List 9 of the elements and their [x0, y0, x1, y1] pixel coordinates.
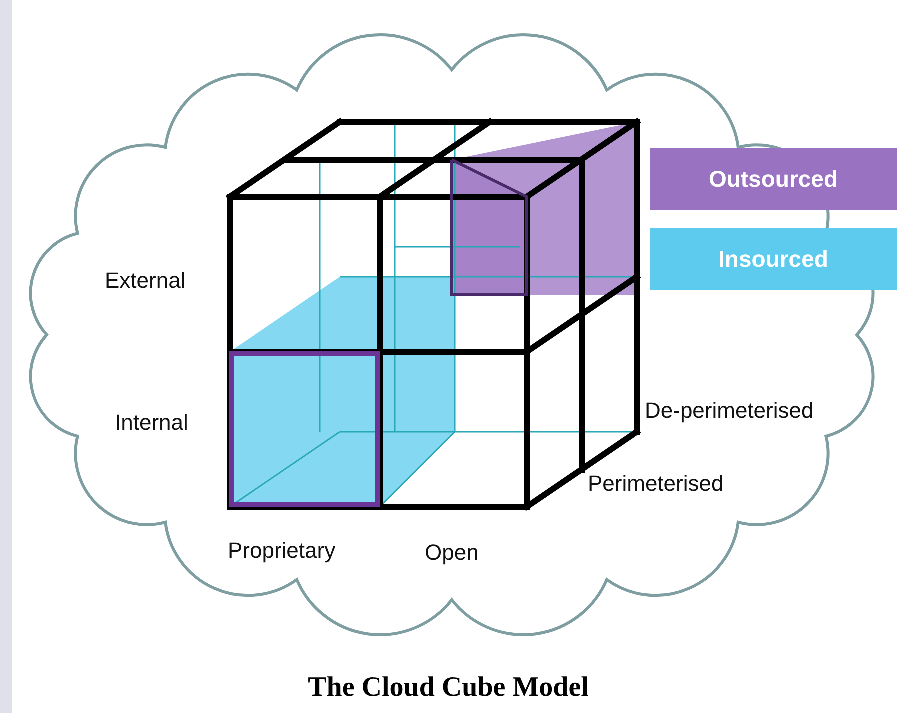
axis-label: Proprietary: [228, 538, 336, 564]
legend-label: Outsourced: [708, 166, 838, 192]
legend-label: Insourced: [718, 246, 828, 272]
title: The Cloud Cube Model: [307, 672, 590, 704]
axis-label: Perimeterised: [588, 471, 724, 497]
axis-label: Internal: [115, 410, 188, 436]
axis-label: Open: [425, 540, 479, 566]
axis-label: External: [105, 268, 186, 294]
axis-label: De-perimeterised: [645, 398, 814, 424]
